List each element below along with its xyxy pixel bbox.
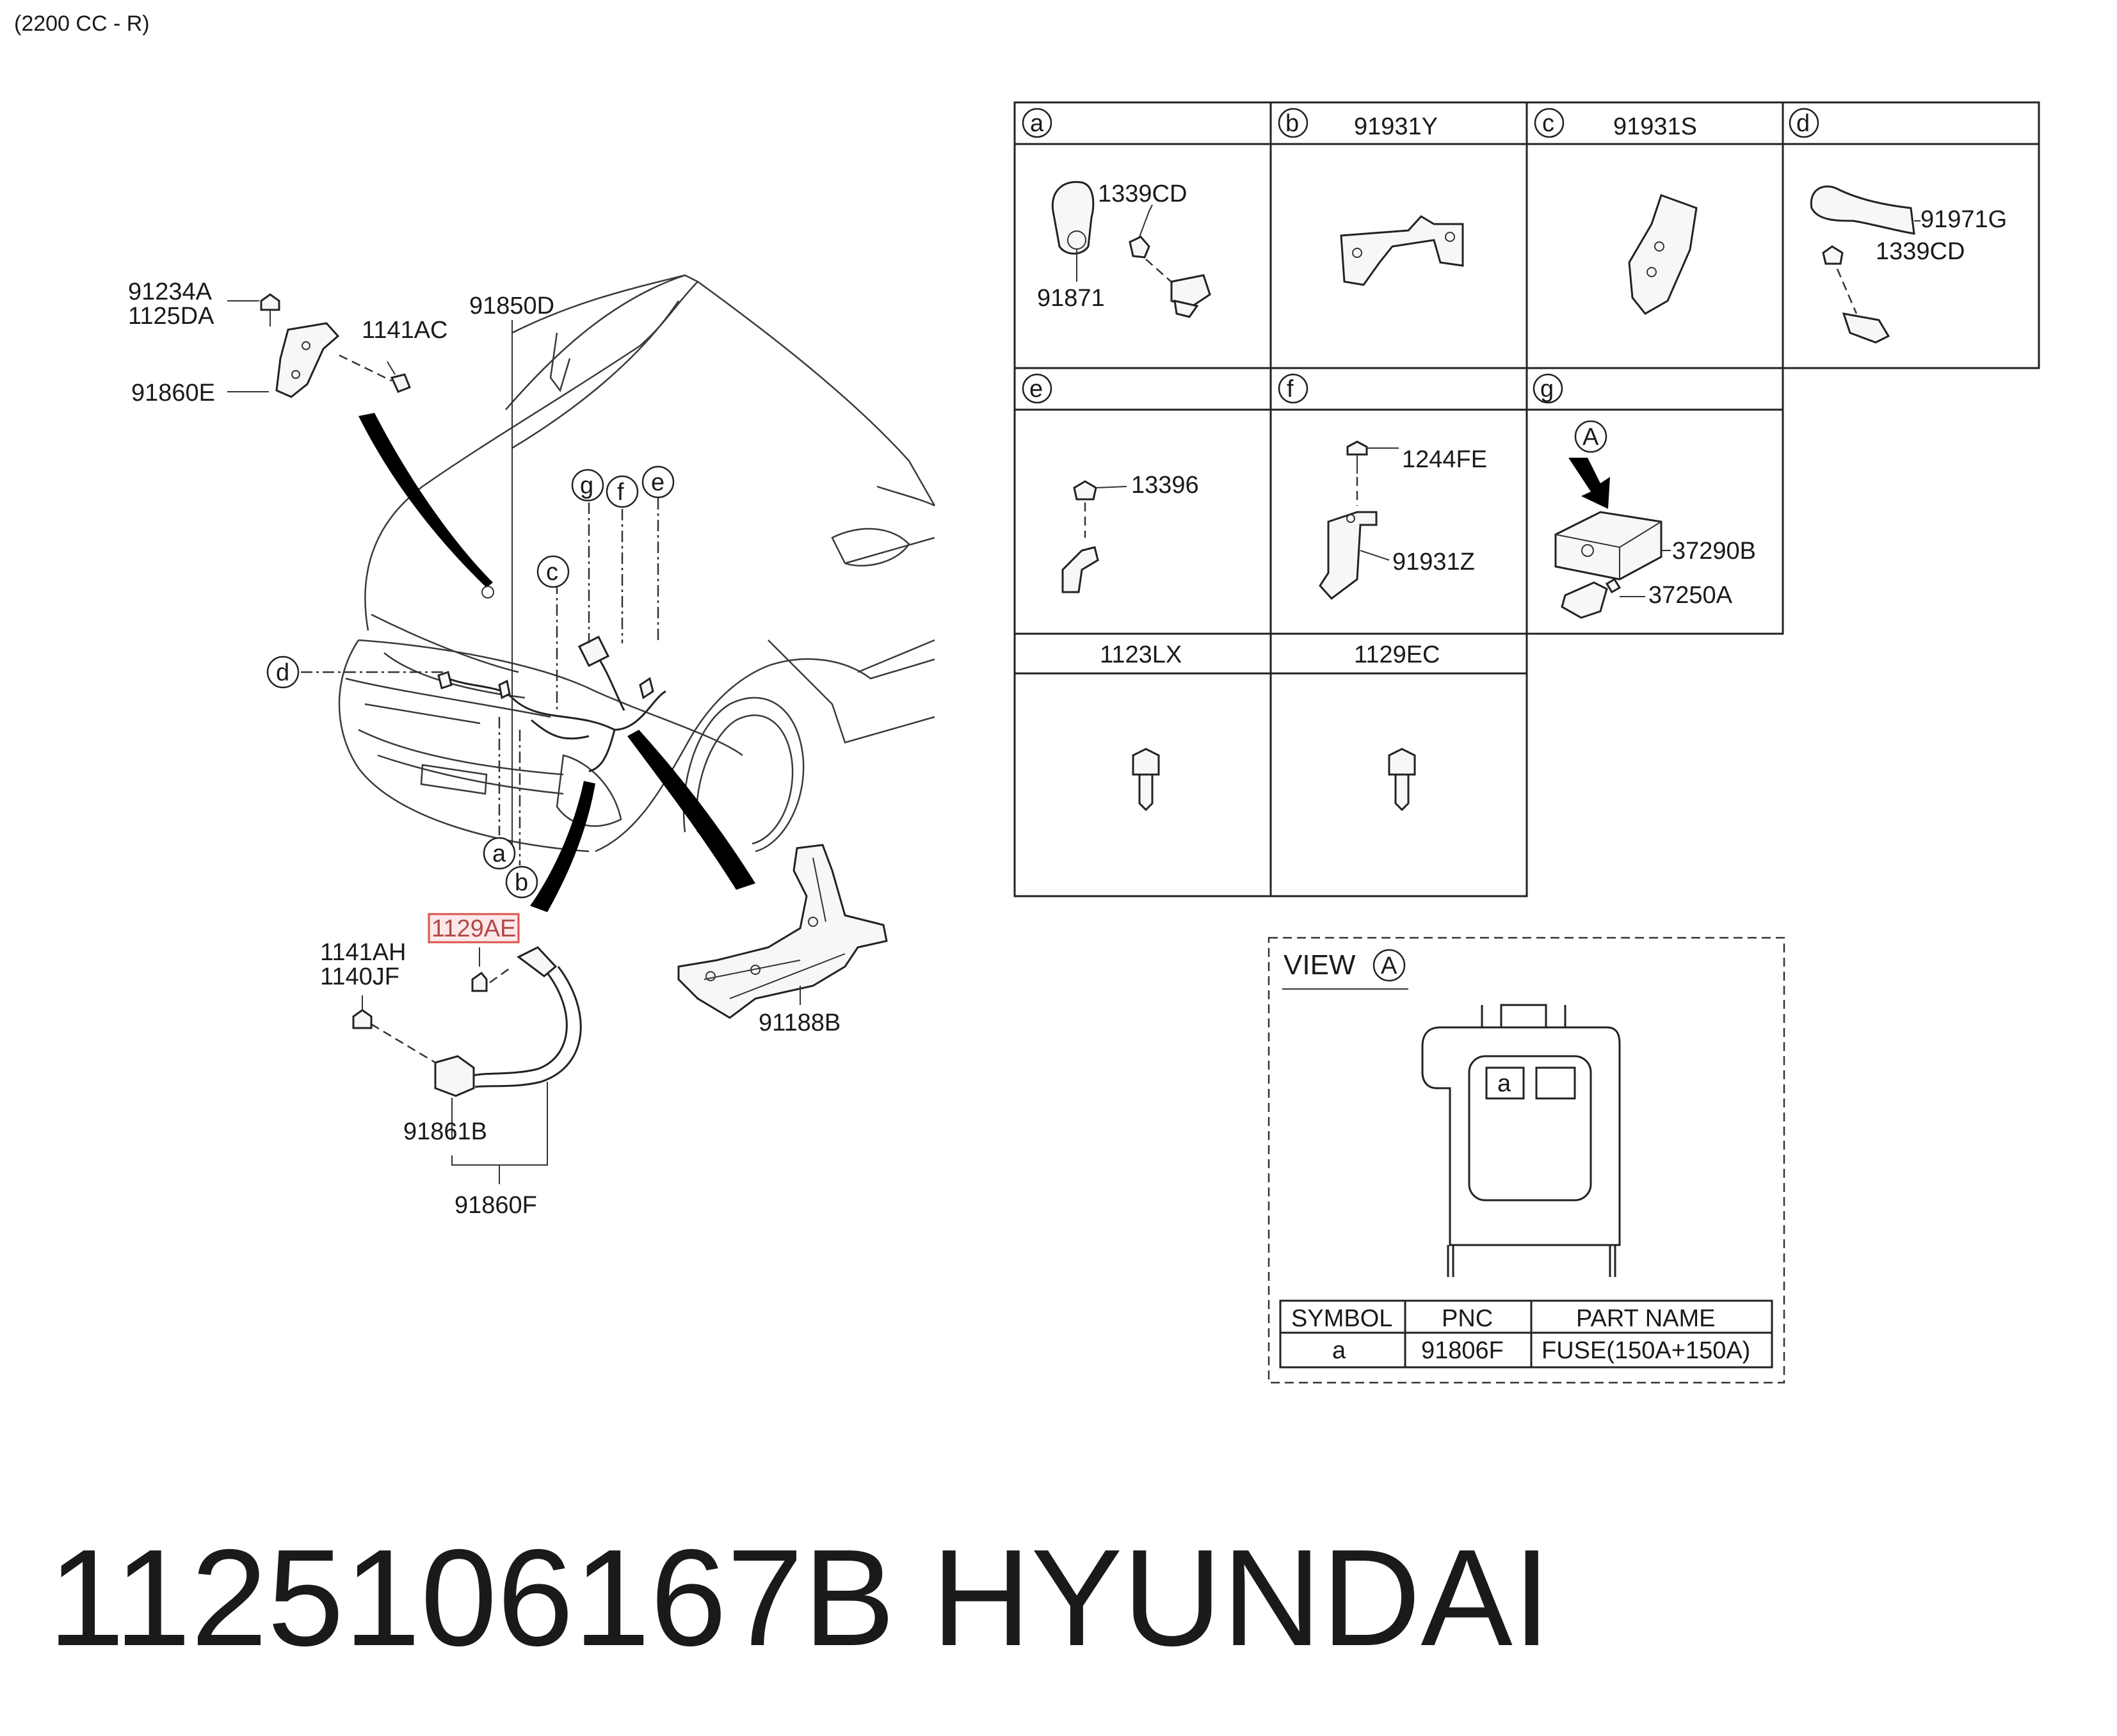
- table-header-pnc: PNC: [1442, 1305, 1493, 1332]
- table-cell-part-name: FUSE(150A+150A): [1541, 1337, 1750, 1364]
- svg-text:1339CD: 1339CD: [1876, 238, 1965, 265]
- leader-sweeps: [358, 413, 755, 912]
- svg-text:13396: 13396: [1131, 472, 1199, 499]
- bracket-91188b: [677, 844, 888, 1019]
- detail-cell-f: f 1244FE 91931Z: [1278, 373, 1487, 600]
- svg-text:91931Z: 91931Z: [1392, 549, 1475, 575]
- view-a-slot-label: a: [1497, 1070, 1511, 1097]
- svg-text:1123LX: 1123LX: [1100, 641, 1182, 668]
- svg-text:91931S: 91931S: [1613, 113, 1697, 140]
- svg-text:1244FE: 1244FE: [1402, 446, 1487, 473]
- svg-text:91931Y: 91931Y: [1354, 113, 1438, 140]
- table-cell-symbol: a: [1332, 1337, 1346, 1364]
- svg-text:a: a: [492, 840, 506, 867]
- detail-cell-c: c 91931S: [1534, 108, 1698, 315]
- label-91188b: 91188B: [759, 1009, 841, 1036]
- label-1141ac: 1141AC: [362, 317, 448, 344]
- callout-f: f: [606, 475, 639, 508]
- svg-text:g: g: [580, 472, 593, 499]
- detail-cell-1129ec: 1129EC: [1354, 641, 1440, 812]
- wiring-harness: [437, 635, 666, 773]
- label-91860e: 91860E: [131, 380, 215, 406]
- svg-text:d: d: [1796, 110, 1810, 137]
- table-cell-pnc: 91806F: [1421, 1337, 1504, 1364]
- vehicle-outline: [338, 274, 936, 853]
- svg-text:f: f: [617, 479, 624, 506]
- detail-cell-g: g A 37290B 37250A: [1533, 373, 1756, 619]
- label-91234a: 91234A: [128, 278, 213, 305]
- svg-text:A: A: [1582, 424, 1599, 451]
- label-1125da: 1125DA: [128, 303, 214, 330]
- label-91850d: 91850D: [469, 293, 554, 319]
- svg-text:37290B: 37290B: [1672, 538, 1756, 565]
- svg-text:c: c: [1542, 110, 1554, 137]
- view-a-panel: VIEW A a SYMBOL PNC PART NAME a 91806F F…: [1268, 936, 1785, 1384]
- cable-91860f-assembly: [352, 946, 582, 1184]
- svg-text:37250A: 37250A: [1648, 582, 1733, 609]
- variant-label: (2200 CC - R): [14, 12, 150, 36]
- svg-text:b: b: [515, 869, 528, 896]
- callout-b: b: [505, 865, 538, 899]
- svg-text:e: e: [1029, 376, 1043, 403]
- detail-cell-b: b 91931Y: [1278, 108, 1464, 286]
- callout-c: c: [536, 555, 570, 588]
- view-a-title: VIEW: [1284, 949, 1356, 981]
- svg-text:e: e: [651, 469, 664, 496]
- svg-text:g: g: [1540, 376, 1554, 403]
- label-1140jf: 1140JF: [320, 963, 399, 990]
- svg-text:a: a: [1030, 110, 1044, 137]
- detail-cell-e: e 13396: [1022, 373, 1199, 593]
- callout-e: e: [641, 465, 675, 499]
- view-a-marker: A: [1381, 952, 1397, 979]
- svg-text:91871: 91871: [1037, 285, 1105, 312]
- detail-cell-d: d 91971G 1339CD: [1789, 108, 2007, 344]
- highlight-1129ae-box: [428, 913, 520, 944]
- detail-cell-1123lx: 1123LX: [1100, 641, 1182, 812]
- detail-cell-a: a 1339CD 91871: [1022, 108, 1211, 318]
- svg-text:c: c: [546, 559, 558, 586]
- label-91861b: 91861B: [403, 1118, 487, 1145]
- svg-text:b: b: [1285, 110, 1299, 137]
- svg-text:1339CD: 1339CD: [1098, 181, 1187, 207]
- label-1141ah: 1141AH: [320, 939, 406, 966]
- callout-g: g: [571, 469, 604, 502]
- svg-text:d: d: [276, 659, 289, 686]
- svg-text:1129EC: 1129EC: [1354, 641, 1440, 668]
- label-91860f: 91860F: [455, 1192, 537, 1219]
- table-header-part-name: PART NAME: [1576, 1305, 1716, 1332]
- svg-text:f: f: [1287, 376, 1294, 403]
- label-1129ae: 1129AE: [431, 915, 516, 942]
- footer-brand: HYUNDAI: [931, 1520, 1551, 1675]
- bracket-91860e-assembly: [227, 293, 411, 398]
- table-header-symbol: SYMBOL: [1291, 1305, 1392, 1332]
- footer-part-number: 1125106167B: [48, 1520, 895, 1675]
- svg-text:91971G: 91971G: [1920, 206, 2007, 233]
- callout-a: a: [483, 837, 516, 870]
- callout-d: d: [266, 655, 300, 689]
- detail-grid: [1013, 101, 2040, 897]
